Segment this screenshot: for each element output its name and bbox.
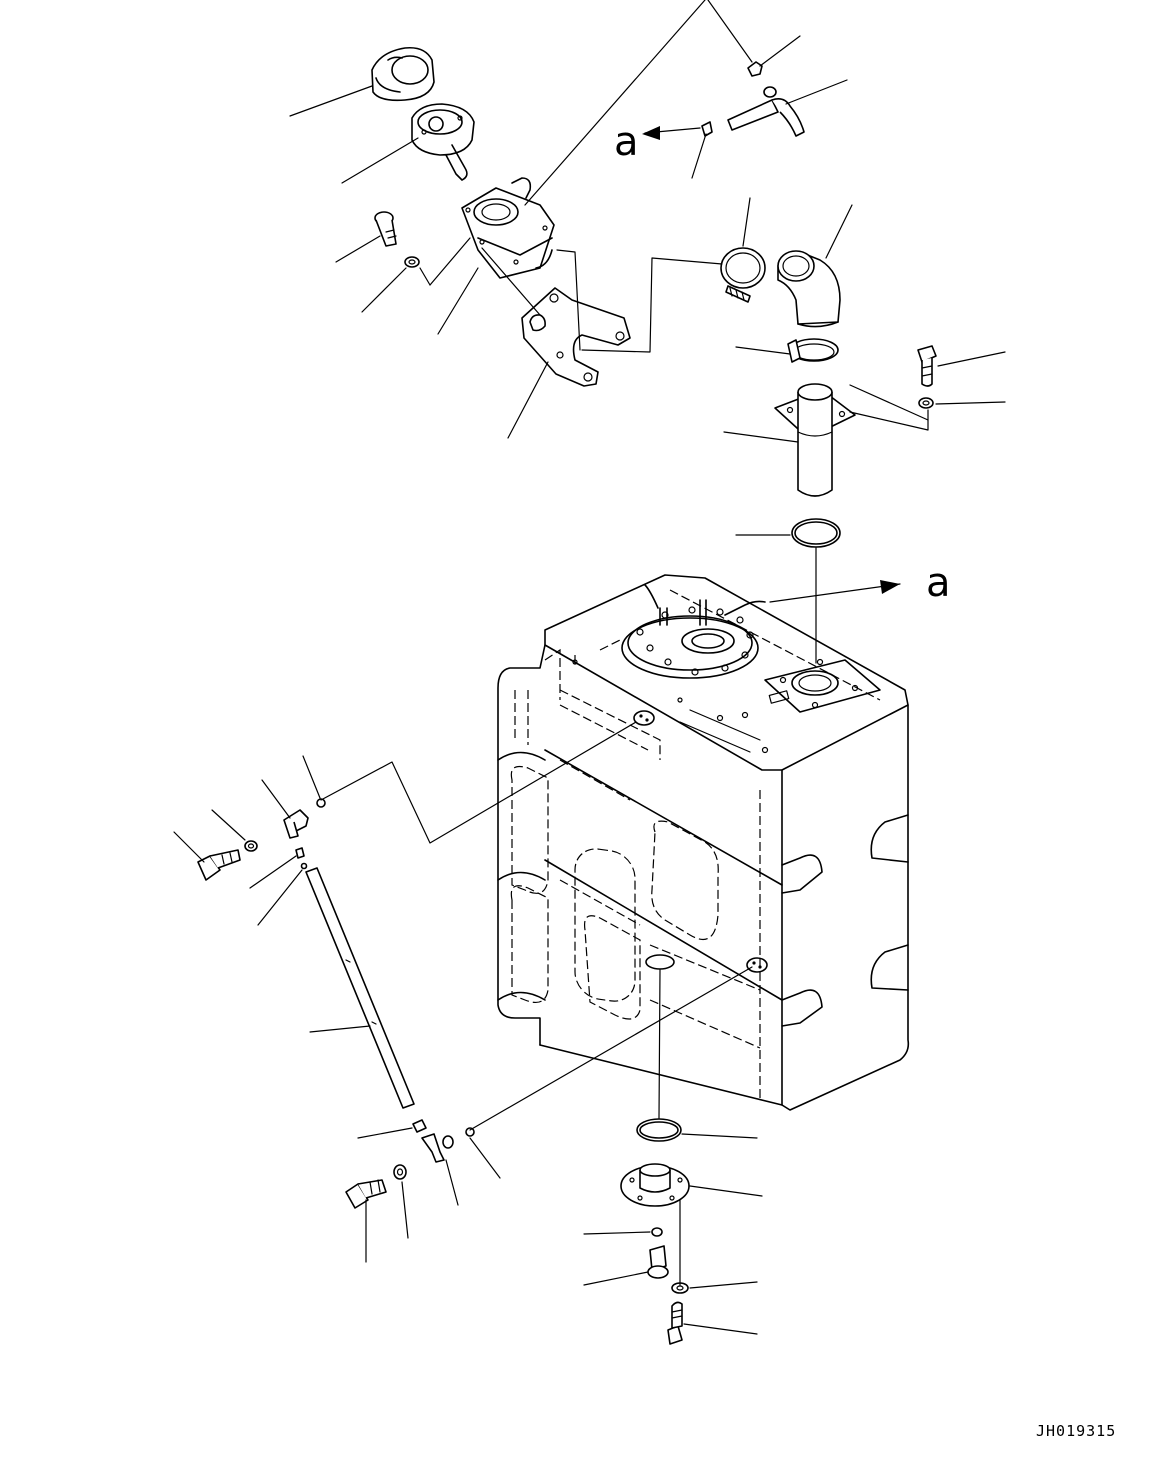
washer-pipe <box>918 397 934 409</box>
filler-neck-cap-base <box>411 103 475 181</box>
hose-clamp-upper <box>720 247 766 303</box>
bolt-pipe <box>917 345 937 387</box>
bracket <box>521 287 631 387</box>
filler-cap <box>371 46 435 102</box>
filler-neck-body <box>461 177 555 279</box>
drain-parts <box>620 1118 690 1345</box>
washer-filler <box>404 256 420 268</box>
drawing-code: JH019315 <box>1036 1422 1116 1440</box>
rubber-elbow-hose <box>777 250 841 328</box>
callout-label-top: a <box>614 119 639 165</box>
breather-parts <box>701 61 805 137</box>
connector-lines <box>173 0 1006 1335</box>
gauge-tube-parts <box>197 798 475 1209</box>
fuel-tank <box>497 574 910 1111</box>
callout-label-tank: a <box>926 560 951 606</box>
o-ring-upper <box>791 518 841 548</box>
filler-pipe <box>774 383 856 497</box>
hose-clamp-lower <box>787 338 839 363</box>
bolt-filler <box>374 211 397 247</box>
